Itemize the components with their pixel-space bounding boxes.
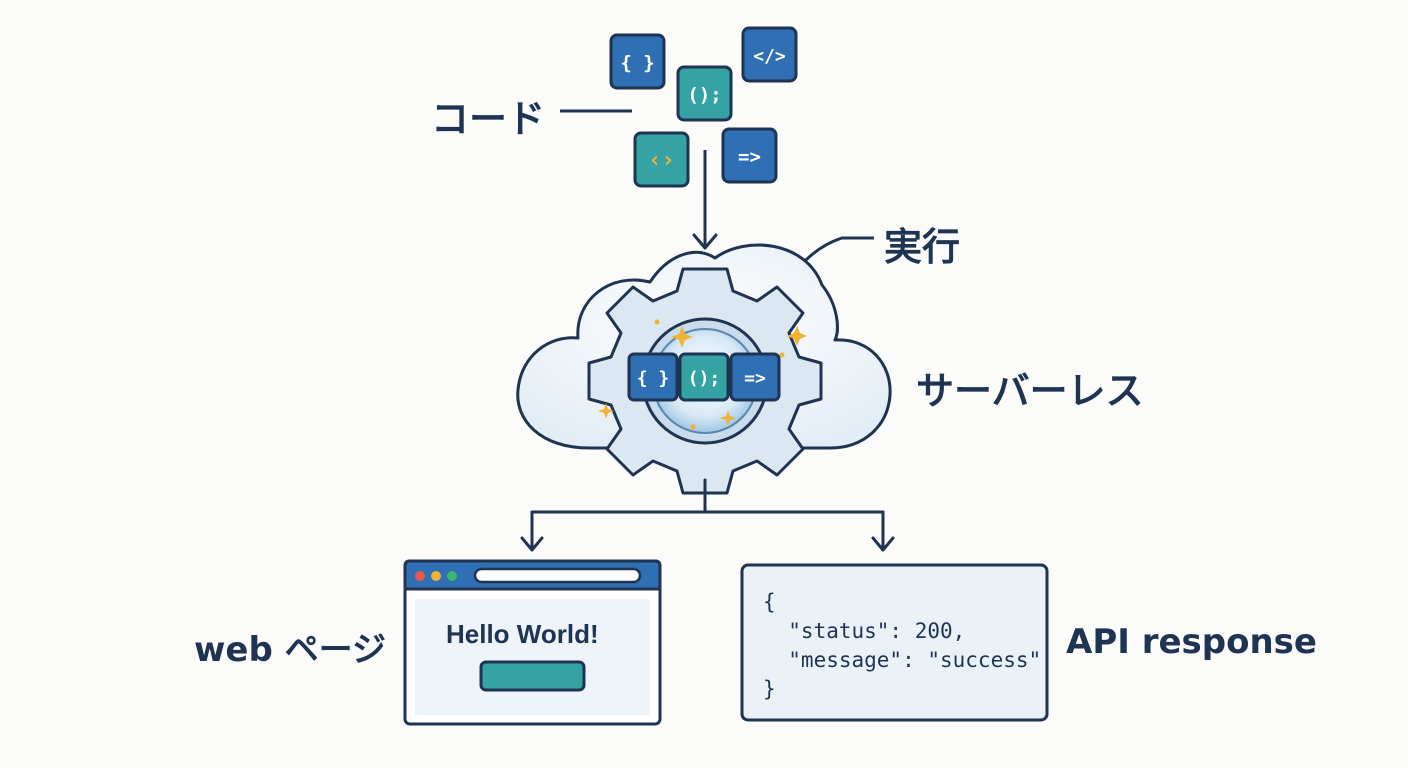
- code-chip-arrow: =>: [721, 127, 778, 184]
- code-chip-braces: { }: [609, 33, 666, 90]
- svg-text:();: ();: [688, 368, 721, 389]
- sparkle-icon: [598, 319, 807, 430]
- window-close-dot: [415, 571, 425, 581]
- web-page-label: web ページ: [194, 630, 386, 670]
- code-chip-tag: </>: [741, 26, 798, 83]
- execute-label: 実行: [884, 225, 961, 269]
- gear-chip-braces: { }: [627, 352, 679, 402]
- svg-text:();: ();: [687, 84, 721, 106]
- svg-text:‹›: ‹›: [648, 148, 675, 173]
- api-response-panel: [740, 563, 1049, 722]
- browser-button: [479, 660, 586, 692]
- window-minimize-dot: [431, 571, 441, 581]
- svg-text:=>: =>: [744, 368, 766, 389]
- svg-text:{ }: { }: [637, 368, 670, 389]
- code-chip-angles: ‹›: [633, 131, 690, 188]
- api-response-label: API response: [1066, 622, 1317, 662]
- browser-window: [403, 559, 662, 726]
- code-label: コード: [431, 97, 546, 141]
- code-chip-call: ();: [676, 65, 733, 122]
- svg-text:{ }: { }: [620, 52, 654, 74]
- api-line-1: {: [763, 590, 776, 614]
- gear-chip-arrow: =>: [729, 352, 781, 402]
- window-maximize-dot: [447, 571, 457, 581]
- svg-text:=>: =>: [738, 146, 761, 168]
- arrowhead-down-icon: [692, 233, 718, 250]
- browser-content-text: Hello World!: [446, 619, 599, 649]
- gear-chip-call: ();: [678, 352, 730, 402]
- svg-text:</>: </>: [753, 46, 786, 67]
- api-line-3: "message": "success": [763, 648, 1042, 672]
- branch-connector: [520, 478, 895, 552]
- api-line-2: "status": 200,: [763, 619, 966, 643]
- api-line-4: }: [763, 677, 776, 701]
- serverless-label: サーバーレス: [916, 369, 1144, 413]
